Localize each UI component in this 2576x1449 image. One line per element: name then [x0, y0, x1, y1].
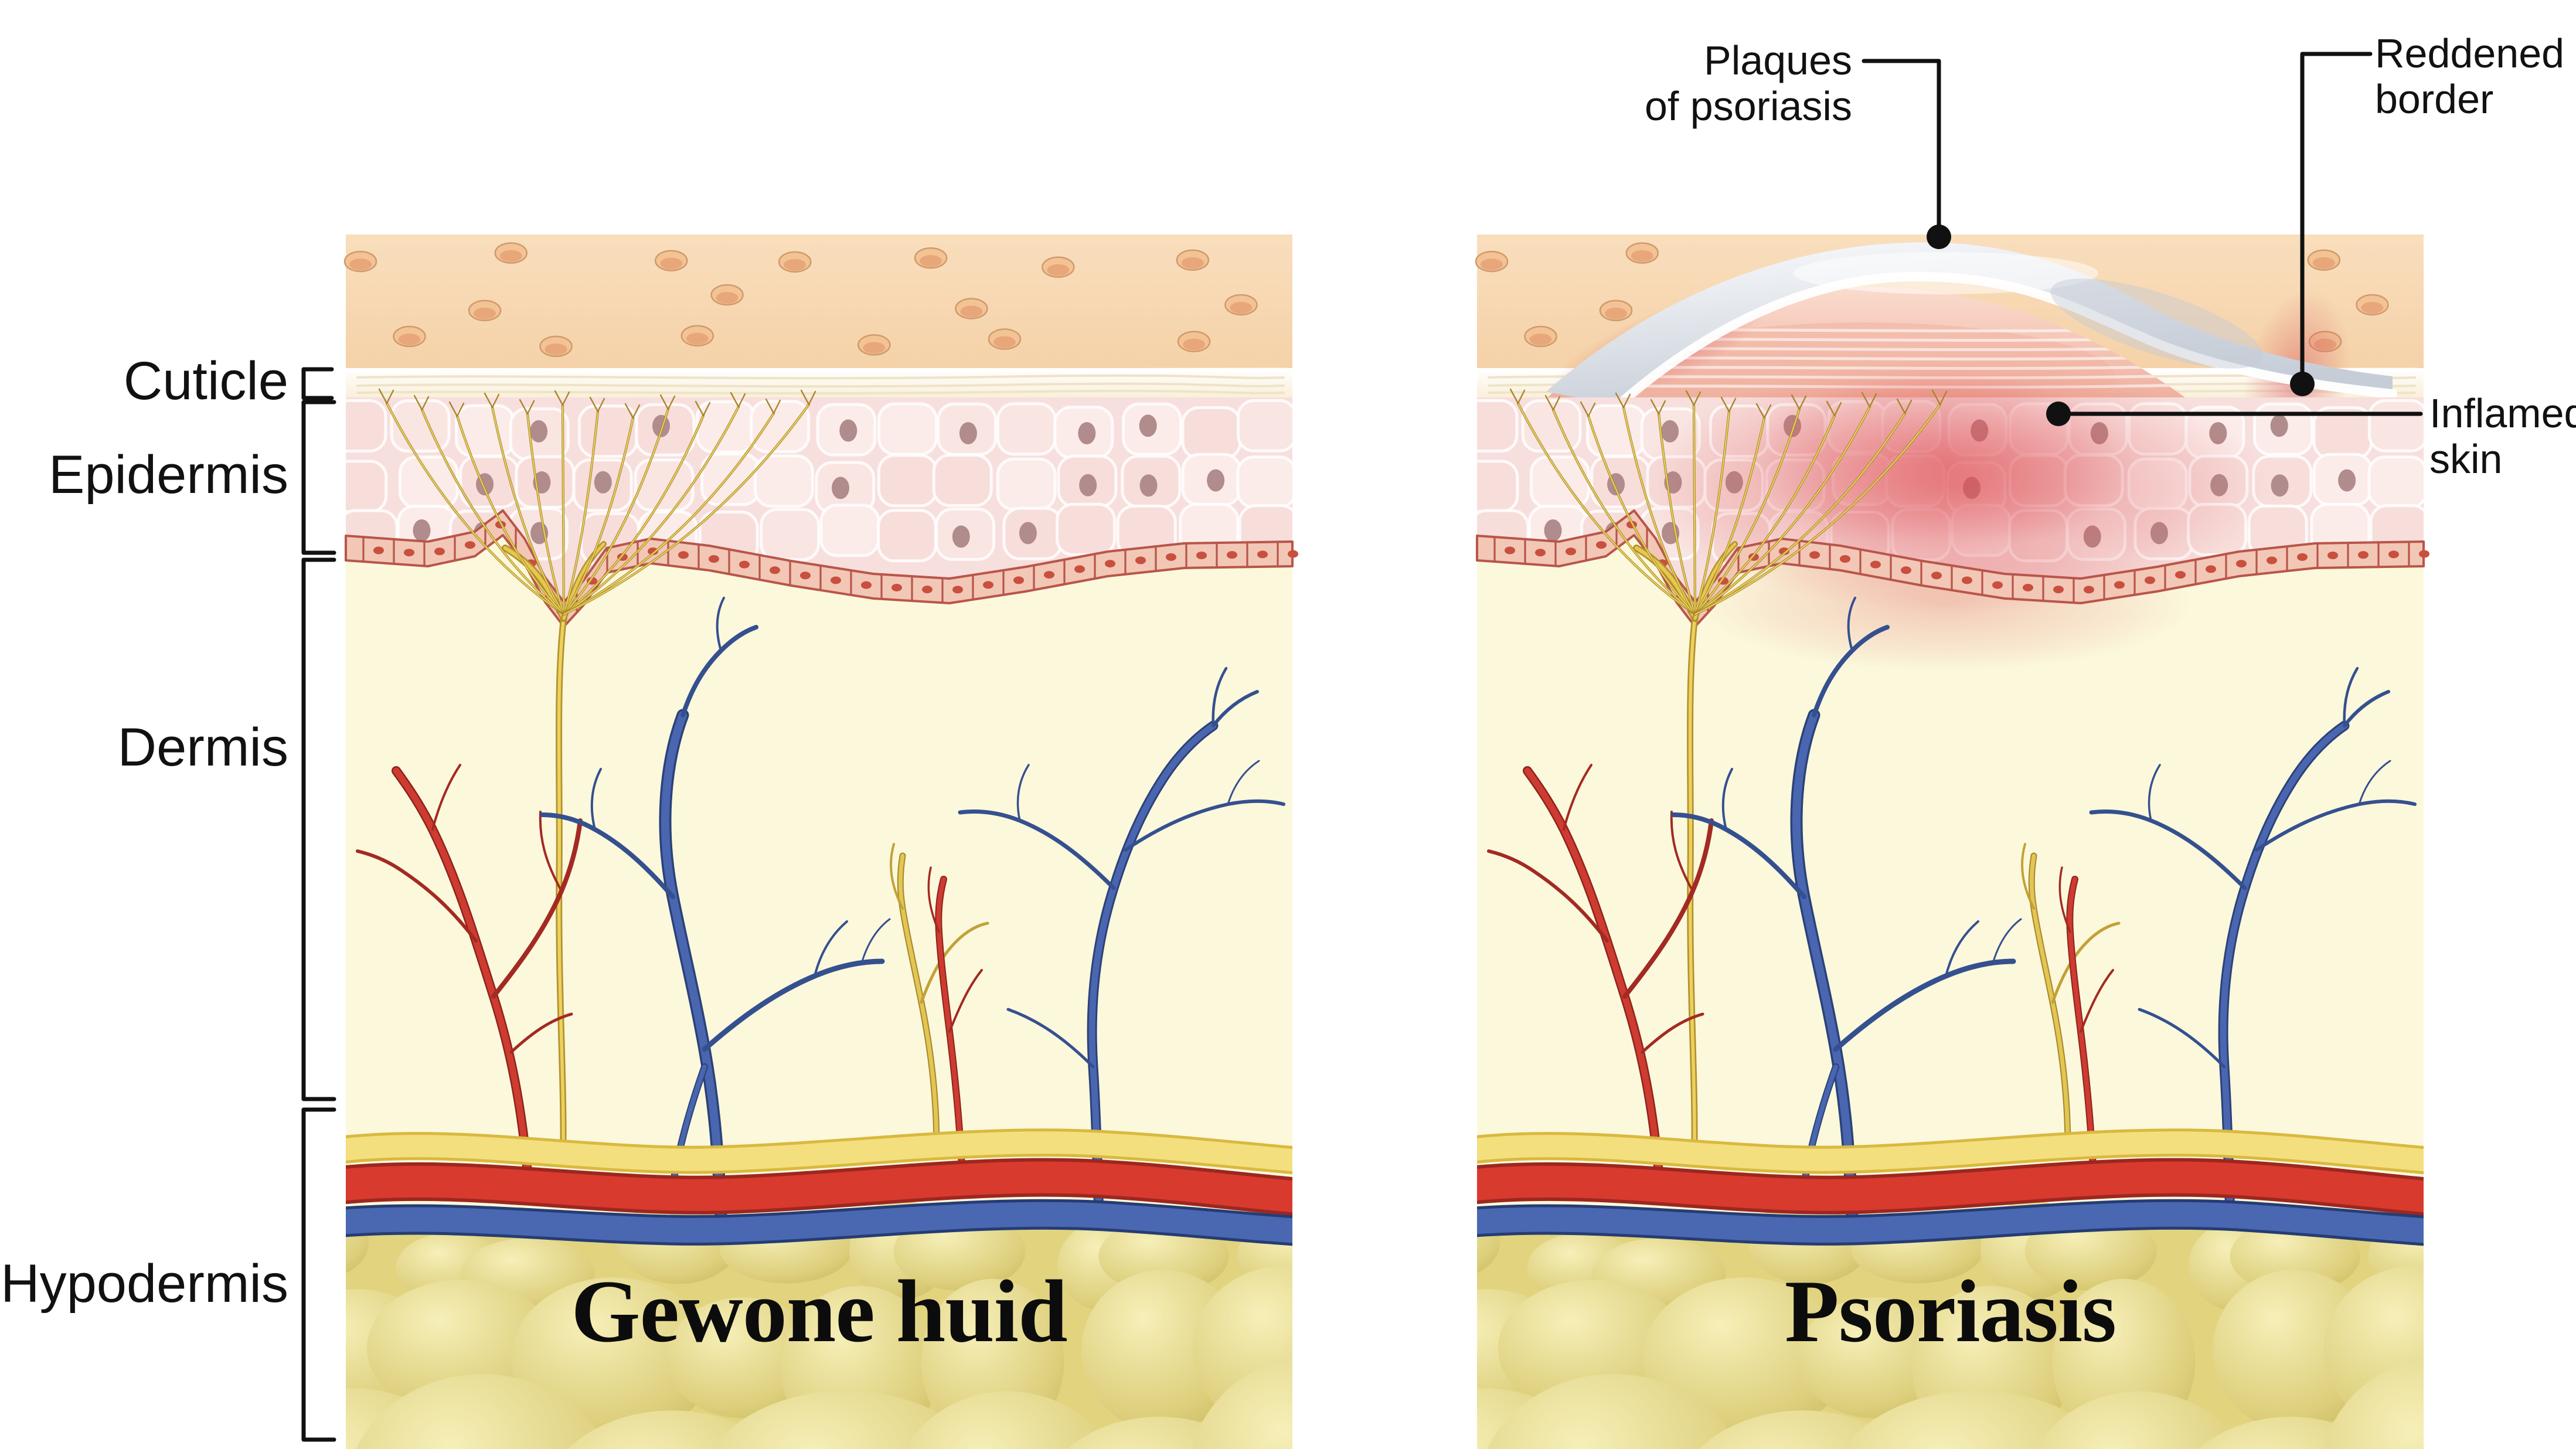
plaques-leader-line — [1862, 59, 1941, 234]
plaques-leader-dot — [1927, 225, 1951, 249]
callout-inflamed: Inflamed skin — [2429, 390, 2576, 482]
reddened-leader-dot — [2290, 372, 2315, 396]
caption-normal-skin: Gewone huid — [571, 1262, 1067, 1360]
layer-label-hypodermis: Hypodermis — [1, 1254, 288, 1314]
callout-inflamed-line2: skin — [2429, 436, 2503, 482]
callout-plaques-line2: of psoriasis — [1644, 83, 1852, 129]
inflamed-skin-glow — [1635, 360, 2268, 671]
callout-reddened-line1: Reddened — [2375, 30, 2565, 76]
callout-reddened-line2: border — [2375, 76, 2494, 122]
callout-dots — [1927, 225, 2315, 426]
layer-label-dermis: Dermis — [117, 717, 288, 777]
layer-brackets — [301, 367, 336, 1442]
psoriasis-plaque-scale — [1546, 242, 2397, 410]
panel-psoriasis-skin — [1475, 234, 2429, 1449]
callout-plaques: Plaques of psoriasis — [1645, 38, 1852, 129]
bracket-epidermis — [301, 400, 336, 555]
bracket-cuticle — [301, 367, 334, 400]
cuticle-band — [346, 368, 1292, 397]
bracket-hypodermis — [301, 1107, 336, 1442]
panel-normal-skin — [343, 234, 1298, 1449]
nerve-fan — [1509, 388, 1948, 1148]
skin-pores — [343, 242, 1258, 358]
epidermis-cells — [346, 399, 1292, 566]
callout-leaders — [1862, 52, 2423, 416]
callout-reddened: Reddened border — [2375, 30, 2564, 122]
fat-lobules — [1477, 1200, 2424, 1449]
callout-inflamed-line1: Inflamed — [2429, 390, 2576, 436]
callout-plaques-line1: Plaques — [1704, 38, 1852, 83]
caption-psoriasis: Psoriasis — [1784, 1262, 2116, 1360]
layer-label-cuticle: Cuticle — [123, 351, 288, 411]
layer-label-epidermis: Epidermis — [48, 445, 288, 505]
nerve-fan — [378, 388, 816, 1148]
reddened-leader-line — [2300, 52, 2373, 382]
bracket-dermis — [301, 557, 336, 1101]
inflamed-leader-dot — [2046, 402, 2071, 426]
